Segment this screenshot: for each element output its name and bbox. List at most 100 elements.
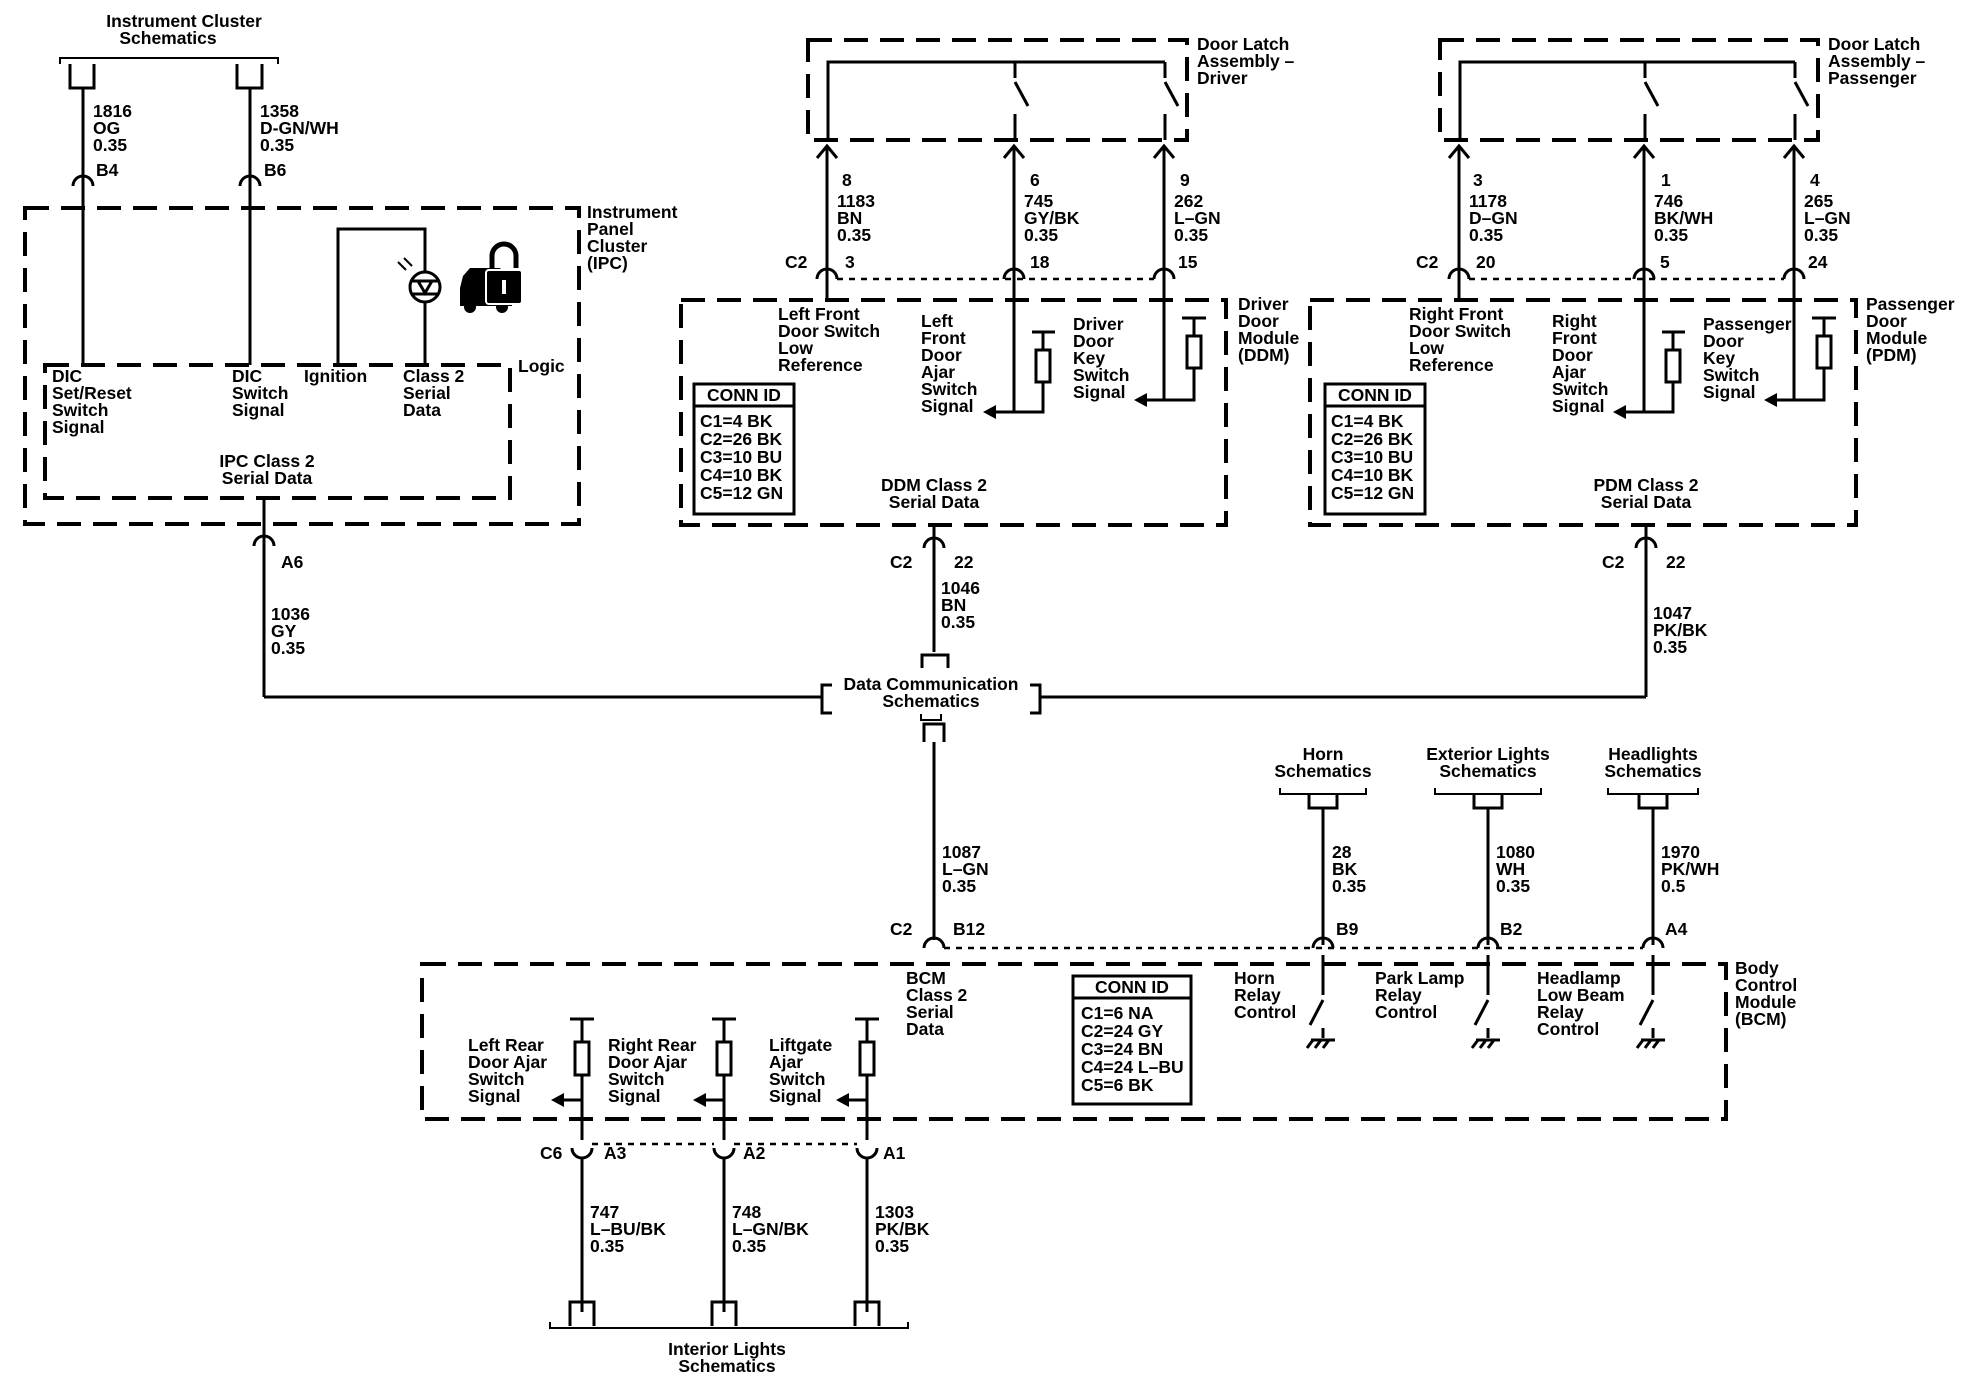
svg-text:GY/BK: GY/BK <box>1024 208 1080 228</box>
svg-text:C4=24 L–BU: C4=24 L–BU <box>1081 1057 1184 1077</box>
signal-lf-ajar: Left Front Door Ajar Switch Signal <box>921 311 977 416</box>
svg-text:0.5: 0.5 <box>1661 876 1686 896</box>
pin-pdm-out-22: 22 <box>1666 552 1686 572</box>
svg-text:Module: Module <box>1866 328 1928 348</box>
svg-text:Control: Control <box>1234 1002 1296 1022</box>
svg-text:CONN ID: CONN ID <box>1095 977 1169 997</box>
ground-icon <box>1305 1038 1665 1049</box>
svg-text:C4=10 BK: C4=10 BK <box>700 465 783 485</box>
ref-instrument-cluster: Instrument Cluster Schematics <box>59 11 279 90</box>
svg-text:Driver: Driver <box>1197 68 1248 88</box>
latch-driver-switch-1 <box>1013 62 1030 140</box>
connector-a6 <box>252 534 276 547</box>
latch-passenger-switch-1 <box>1643 62 1660 140</box>
pin-a2: A2 <box>743 1143 766 1163</box>
signal-liftgate: Liftgate Ajar Switch Signal <box>769 1035 832 1106</box>
svg-text:Instrument Cluster: Instrument Cluster <box>106 11 262 31</box>
svg-text:Right Front: Right Front <box>1409 304 1503 324</box>
pin-pdm-5: 5 <box>1660 252 1670 272</box>
svg-text:PDM Class 2: PDM Class 2 <box>1593 475 1698 495</box>
svg-text:Switch: Switch <box>468 1069 524 1089</box>
svg-text:Schematics: Schematics <box>1439 761 1537 781</box>
pin-6: 6 <box>1030 170 1040 190</box>
relay-switches <box>1308 955 1655 1038</box>
svg-text:Front: Front <box>1552 328 1597 348</box>
svg-text:0.35: 0.35 <box>1496 876 1530 896</box>
svg-text:DDM Class 2: DDM Class 2 <box>881 475 987 495</box>
svg-text:Passenger: Passenger <box>1866 294 1955 314</box>
svg-text:C1=4 BK: C1=4 BK <box>700 411 773 431</box>
svg-text:CONN ID: CONN ID <box>707 385 781 405</box>
svg-text:Ajar: Ajar <box>1552 362 1586 382</box>
pin-ddm-c2: C2 <box>785 252 808 272</box>
svg-text:C3=24 BN: C3=24 BN <box>1081 1039 1163 1059</box>
wire-label-746: 746 BK/WH 0.35 <box>1654 191 1713 245</box>
svg-text:Serial Data: Serial Data <box>1601 492 1692 512</box>
svg-text:Switch: Switch <box>232 383 288 403</box>
svg-text:Door Latch: Door Latch <box>1197 34 1289 54</box>
svg-text:Horn: Horn <box>1234 968 1275 988</box>
svg-text:WH: WH <box>1496 859 1525 879</box>
signal-ddm-class2: DDM Class 2 Serial Data <box>881 475 987 512</box>
latch-passenger-bus <box>1458 60 1795 140</box>
signal-pdm-class2: PDM Class 2 Serial Data <box>1593 475 1698 512</box>
svg-text:Door Ajar: Door Ajar <box>608 1052 687 1072</box>
svg-text:Exterior Lights: Exterior Lights <box>1426 744 1550 764</box>
svg-text:Door Switch: Door Switch <box>1409 321 1511 341</box>
svg-text:D–GN: D–GN <box>1469 208 1518 228</box>
wire-label-265: 265 L–GN 0.35 <box>1804 191 1851 245</box>
ipc-label: Instrument Panel Cluster (IPC) <box>587 202 678 273</box>
svg-text:Relay: Relay <box>1234 985 1281 1005</box>
svg-text:1087: 1087 <box>942 842 981 862</box>
svg-text:L–BU/BK: L–BU/BK <box>590 1219 666 1239</box>
svg-text:Headlights: Headlights <box>1608 744 1698 764</box>
latch-driver-label: Door Latch Assembly – Driver <box>1197 34 1295 88</box>
signal-rf-ajar: Right Front Door Ajar Switch Signal <box>1552 311 1608 416</box>
svg-text:747: 747 <box>590 1202 619 1222</box>
arrow-left-icon <box>1613 393 1794 419</box>
bcm-box <box>420 962 1728 1121</box>
signal-park-lamp: Park Lamp Relay Control <box>1375 968 1464 1022</box>
svg-text:Control: Control <box>1735 975 1797 995</box>
svg-text:Right: Right <box>1552 311 1597 331</box>
pin-pdm-c2: C2 <box>1416 252 1439 272</box>
svg-text:Low: Low <box>1409 338 1444 358</box>
pin-bcm-c2: C2 <box>890 919 913 939</box>
svg-text:745: 745 <box>1024 191 1053 211</box>
svg-text:0.35: 0.35 <box>1654 225 1688 245</box>
svg-text:0.35: 0.35 <box>93 135 127 155</box>
svg-text:0.35: 0.35 <box>942 876 976 896</box>
svg-text:C3=10 BU: C3=10 BU <box>1331 447 1413 467</box>
pin-b9: B9 <box>1336 919 1359 939</box>
svg-text:Left Rear: Left Rear <box>468 1035 544 1055</box>
pin-ddm-18: 18 <box>1030 252 1050 272</box>
signal-driver-key: Driver Door Key Switch Signal <box>1073 314 1129 402</box>
svg-text:Reference: Reference <box>1409 355 1494 375</box>
ref-exterior-lights: Exterior Lights Schematics <box>1426 744 1550 810</box>
svg-text:BK: BK <box>1332 859 1358 879</box>
svg-text:C2=26 BK: C2=26 BK <box>1331 429 1414 449</box>
svg-text:Schematics: Schematics <box>678 1356 776 1376</box>
svg-text:1080: 1080 <box>1496 842 1535 862</box>
svg-text:Class 2: Class 2 <box>403 366 465 386</box>
svg-text:Low Beam: Low Beam <box>1537 985 1625 1005</box>
pdm-conn-table: CONN ID C1=4 BK C2=26 BK C3=10 BU C4=10 … <box>1323 382 1427 516</box>
svg-text:0.35: 0.35 <box>732 1236 766 1256</box>
wire-label-1970: 1970 PK/WH 0.5 <box>1661 842 1719 896</box>
svg-text:28: 28 <box>1332 842 1352 862</box>
svg-text:1970: 1970 <box>1661 842 1700 862</box>
latch-passenger-switch-2 <box>1793 62 1810 140</box>
svg-text:(PDM): (PDM) <box>1866 345 1917 365</box>
svg-text:1036: 1036 <box>271 604 310 624</box>
svg-text:Signal: Signal <box>1703 382 1756 402</box>
indicator-lamp-icon <box>397 257 442 304</box>
svg-text:0.35: 0.35 <box>875 1236 909 1256</box>
latch-driver-bus <box>826 60 1165 140</box>
svg-text:1046: 1046 <box>941 578 980 598</box>
svg-text:1303: 1303 <box>875 1202 914 1222</box>
pin-b12: B12 <box>953 919 985 939</box>
svg-text:Door: Door <box>1552 345 1593 365</box>
wire-label-1358: 1358 D-GN/WH 0.35 <box>260 101 339 155</box>
svg-text:Liftgate: Liftgate <box>769 1035 832 1055</box>
